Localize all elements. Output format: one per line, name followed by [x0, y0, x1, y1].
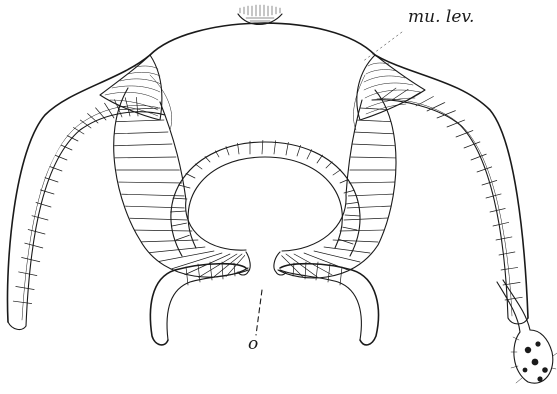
muscle-label: mu. lev.: [408, 7, 474, 27]
left-inner-column: [107, 88, 248, 280]
right-arm-segments: [375, 88, 530, 316]
right-lower-lip: [274, 252, 379, 345]
muscle-label-group: mu. lev.: [362, 7, 474, 62]
central-arch-ring: [170, 138, 361, 256]
left-muscle-bundle: [100, 55, 172, 130]
right-muscle-bundle: [353, 55, 425, 130]
dorsal-sensory-patch: [238, 5, 282, 25]
right-inner-column: [278, 90, 400, 280]
outer-body-outline: [7, 23, 528, 329]
opening-label: o: [248, 334, 258, 354]
opening-label-group: o: [248, 290, 262, 354]
